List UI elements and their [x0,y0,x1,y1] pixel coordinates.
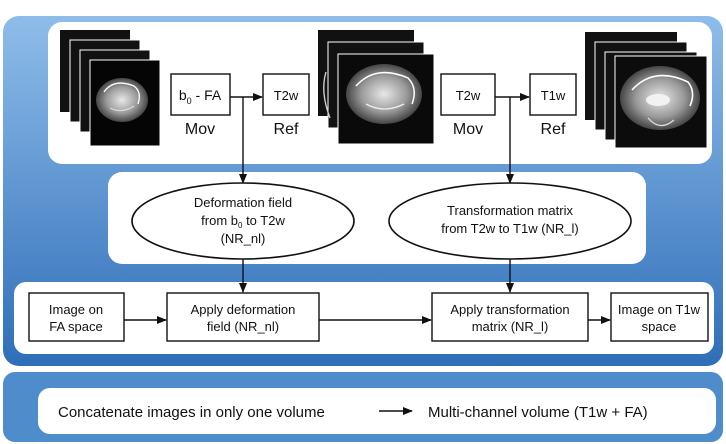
mov-caption-2: Mov [453,121,483,138]
mri-sagittal-fa-icon [60,30,161,147]
transformation-line1: Transformation matrix [447,203,573,218]
image-fa-line2: FA space [49,319,102,334]
apply-deformation-box [166,292,320,342]
t1w-ref-label: T1w [541,88,566,103]
transformation-line2: from T2w to T1w (NR_l) [441,221,579,236]
apply-transformation-line1: Apply transformation [450,302,569,317]
apply-deformation-line2: field (NR_nl) [207,319,279,334]
ref-caption-2: Ref [541,121,566,138]
b0-fa-label: b0 - FA [179,87,222,106]
apply-transformation-box [431,292,589,342]
image-t1w-line1: Image on T1w [618,302,701,317]
b0-fa-mov-box [170,73,231,116]
apply-deformation-line1: Apply deformation [191,302,296,317]
t1w-ref-box [529,73,577,116]
image-on-t1w-space-box [610,292,709,342]
image-on-fa-space-box [28,292,125,342]
mri-sagittal-t2w-icon [318,30,435,145]
t2w-mov-label: T2w [456,88,481,103]
t2w-ref-box [262,73,310,116]
mov-caption-1: Mov [185,121,215,138]
deformation-line3: (NR_nl) [221,231,266,246]
t2w-mov-box [440,73,496,116]
t2w-ref-label: T2w [274,88,299,103]
ref-caption-1: Ref [274,121,299,138]
image-t1w-line2: space [642,319,677,334]
mri-sagittal-t1w-icon [585,32,708,149]
deformation-line2: from b0 to T2w [201,213,285,230]
footer-panel [38,388,716,434]
apply-transformation-line2: matrix (NR_l) [472,319,549,334]
deformation-line1: Deformation field [194,195,292,210]
image-fa-line1: Image on [49,302,103,317]
multichannel-text: Multi-channel volume (T1w + FA) [428,404,648,421]
concatenate-text: Concatenate images in only one volume [58,404,325,421]
